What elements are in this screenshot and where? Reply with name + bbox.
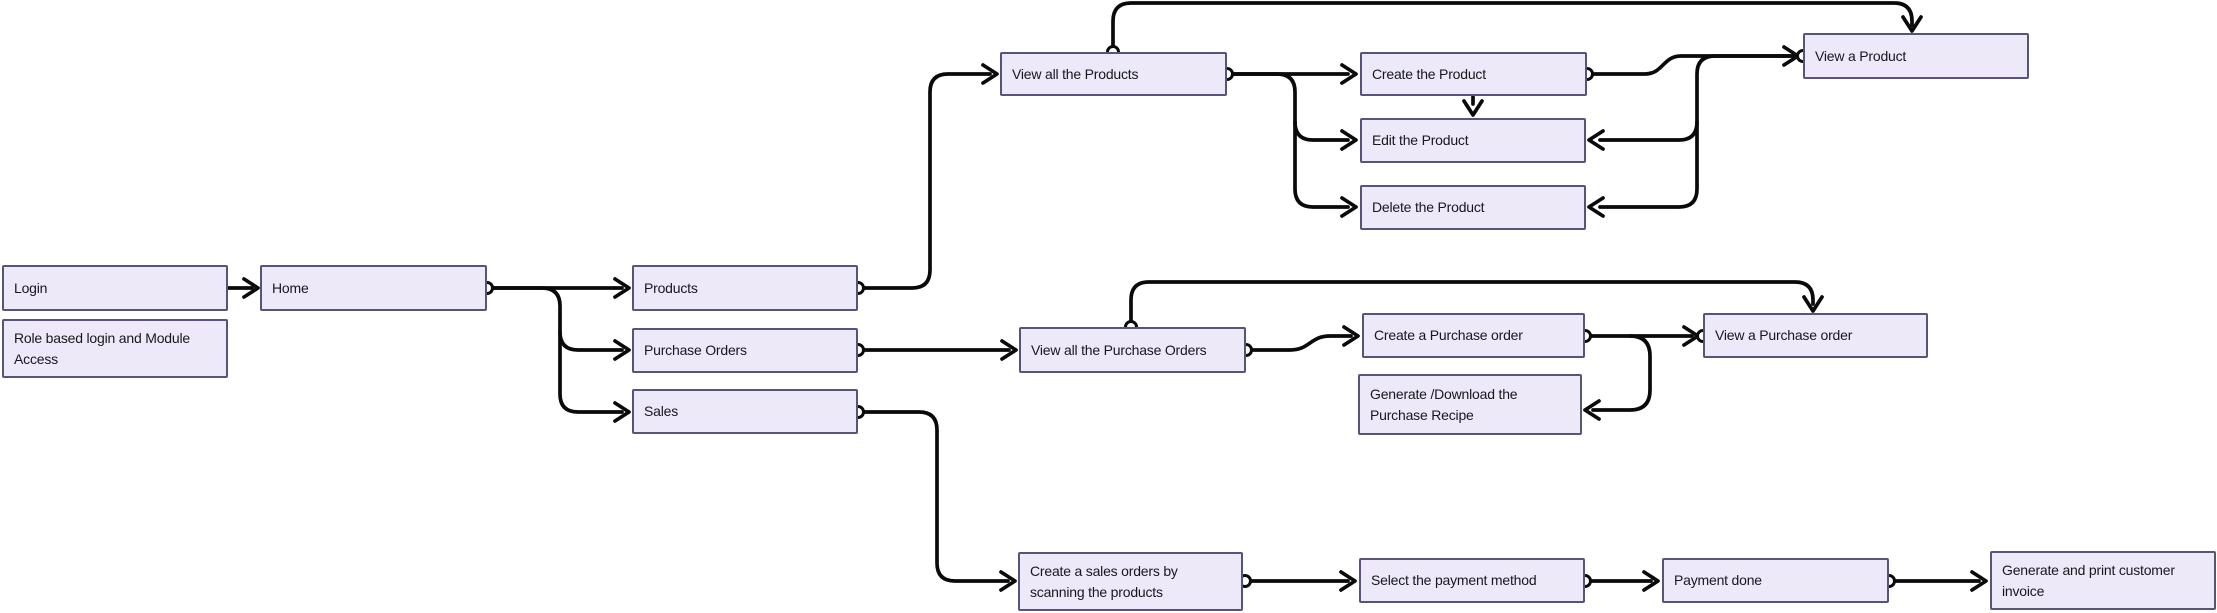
node-role-based-login[interactable]: Role based login and Module Access [2,319,228,378]
node-label: Generate /Download the Purchase Recipe [1370,386,1518,423]
edge-create-product-view-product [1592,54,1791,76]
node-label: Delete the Product [1372,199,1485,216]
node-label: Products [644,279,698,296]
node-view-a-product[interactable]: View a Product [1803,33,2029,79]
node-label: Home [272,279,309,296]
node-label: Generate and print customer invoice [2002,562,2175,599]
node-label: Create the Product [1372,65,1486,82]
arrowhead [242,277,260,299]
arrowhead [1339,570,1357,592]
edge-view-product-delete-product [1598,120,1699,209]
node-label: View all the Products [1012,65,1139,82]
arrowhead [1970,570,1988,592]
arrowhead [1462,99,1484,117]
arrowhead [613,277,631,299]
node-sales[interactable]: Sales [632,389,858,434]
node-products[interactable]: Products [632,265,858,311]
arrowhead [1000,339,1018,361]
node-create-product[interactable]: Create the Product [1360,52,1587,96]
edge-view-all-po-view-po [1129,280,1815,323]
arrowhead [999,570,1017,592]
edge-view-all-products-view-product [1111,1,1914,48]
node-home[interactable]: Home [260,265,487,311]
node-generate-purchase-recipe[interactable]: Generate /Download the Purchase Recipe [1358,374,1582,435]
node-create-sales-order[interactable]: Create a sales orders by scanning the pr… [1018,552,1243,611]
arrowhead [1340,63,1358,85]
edge-home-purchase-orders [558,330,624,352]
node-generate-invoice[interactable]: Generate and print customer invoice [1990,551,2216,610]
node-label: View a Product [1815,47,1907,64]
node-label: Login [14,279,48,296]
arrowhead [1587,129,1605,151]
node-label: Purchase Orders [644,342,747,359]
arrowhead [613,339,631,361]
node-view-all-products[interactable]: View all the Products [1000,52,1227,96]
edge-home-sales [492,286,624,414]
arrowhead [613,401,631,423]
node-view-all-purchase-orders[interactable]: View all the Purchase Orders [1019,327,1246,373]
edge-view-po-recipe [1591,334,1652,412]
arrowhead [981,63,999,85]
arrowhead [1583,399,1601,421]
node-edit-product[interactable]: Edit the Product [1360,118,1586,163]
arrowhead [1802,295,1824,313]
node-delete-product[interactable]: Delete the Product [1360,185,1586,230]
arrowhead [1901,15,1923,33]
node-label: Select the payment method [1371,572,1537,589]
edge-view-all-products-delete-product [1293,120,1350,209]
node-label: Role based login and Module Access [14,330,190,367]
node-view-a-purchase-order[interactable]: View a Purchase order [1703,313,1928,358]
node-purchase-orders[interactable]: Purchase Orders [632,328,858,373]
edge-view-all-po-create-po [1251,334,1353,352]
node-label: Edit the Product [1372,132,1469,149]
edge-view-product-edit-product [1598,54,1799,142]
arrowhead [1642,570,1660,592]
node-create-purchase-order[interactable]: Create a Purchase order [1362,313,1585,358]
node-label: Create a Purchase order [1374,327,1523,344]
edge-sales-create-sales [863,410,1010,583]
node-label: View a Purchase order [1715,327,1853,344]
node-label: Sales [644,403,679,420]
edge-view-all-products-edit-product [1232,72,1350,142]
node-payment-done[interactable]: Payment done [1662,558,1889,603]
node-select-payment-method[interactable]: Select the payment method [1359,558,1585,603]
node-login[interactable]: Login [2,265,228,311]
arrowhead [1342,325,1360,347]
arrowhead [1340,129,1358,151]
node-label: Payment done [1674,572,1762,589]
node-label: View all the Purchase Orders [1031,341,1207,358]
node-label: Create a sales orders by scanning the pr… [1030,563,1178,600]
edge-products-view-all-products [863,72,992,290]
arrowhead [1587,196,1605,218]
arrowhead [1340,196,1358,218]
